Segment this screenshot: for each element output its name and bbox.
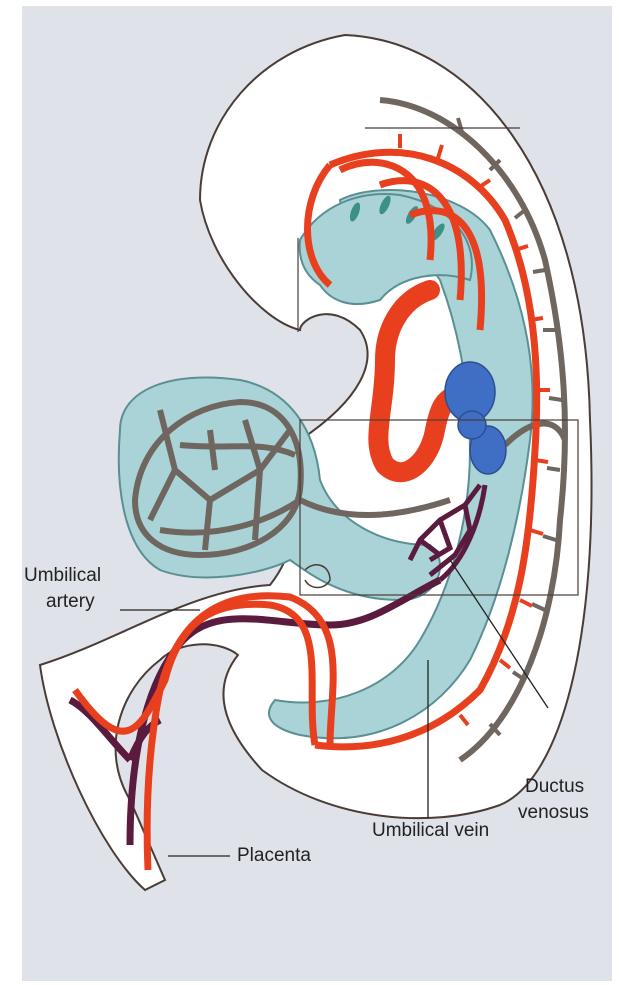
label-ductus-venosus-line1: Ductus — [525, 776, 584, 798]
label-umbilical-artery-line1: Umbilical — [24, 565, 101, 587]
label-umbilical-artery-line2: artery — [46, 591, 95, 613]
label-umbilical-vein: Umbilical vein — [372, 820, 489, 842]
label-placenta: Placenta — [237, 845, 311, 867]
label-ductus-venosus-line2: venosus — [518, 802, 589, 824]
